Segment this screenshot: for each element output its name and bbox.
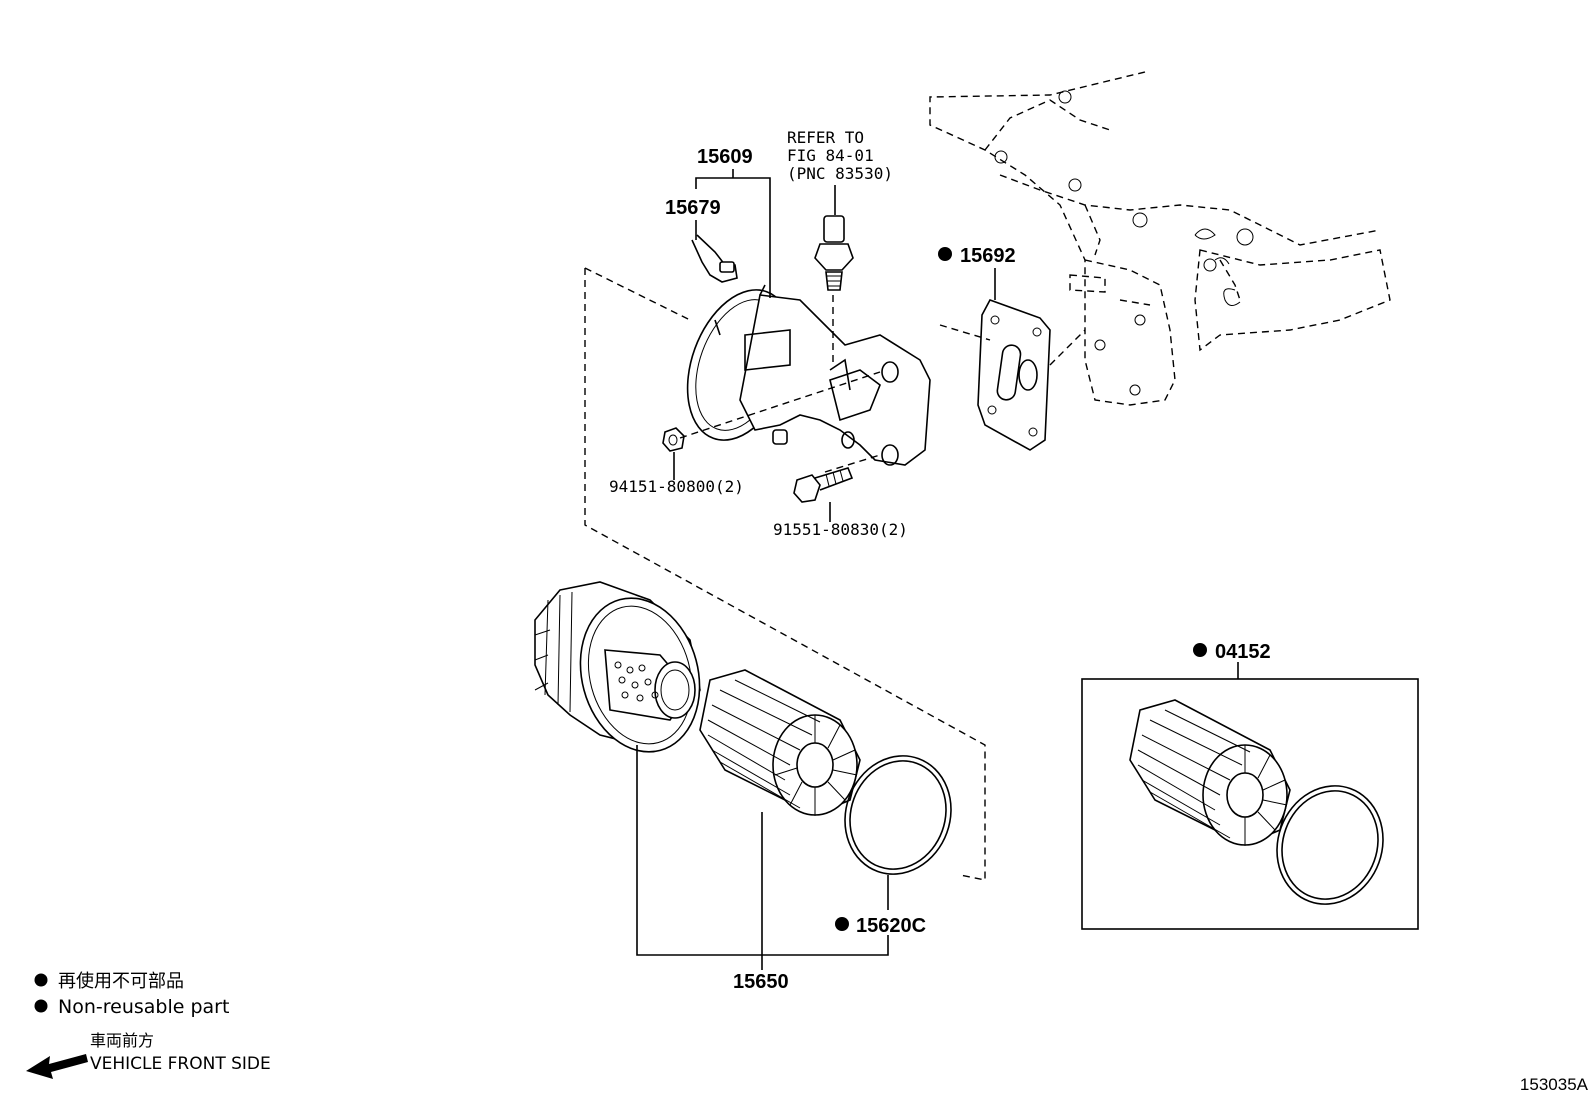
part-label-15679: 15679: [665, 197, 721, 219]
front-english: VEHICLE FRONT SIDE: [90, 1054, 271, 1074]
leader-lines: [636, 169, 1239, 970]
part-label-15692: 15692: [960, 245, 1016, 267]
vehicle-front-indicator: 車両前方 VEHICLE FRONT SIDE: [26, 1031, 271, 1079]
part-label-91551: 91551-80830(2): [773, 520, 908, 539]
non-reusable-mark-04152: [1193, 643, 1207, 657]
refer-line-2: FIG 84-01: [787, 146, 874, 165]
refer-line-1: REFER TO: [787, 128, 864, 147]
refer-line-3: (PNC 83530): [787, 164, 893, 183]
oil-filter-bracket-drawing: [686, 284, 931, 466]
oil-pressure-switch-drawing: [814, 215, 854, 291]
legend-japanese: 再使用不可部品: [58, 971, 184, 992]
non-reusable-mark-15692: [938, 247, 952, 261]
legend-mark-2: [34, 999, 48, 1013]
part-label-15609: 15609: [697, 146, 753, 168]
engine-block-drawing: [929, 71, 1391, 406]
oil-filter-cap-drawing: [534, 581, 701, 753]
front-japanese: 車両前方: [90, 1031, 154, 1050]
bolt-91551-drawing: [793, 467, 854, 503]
front-arrow-icon: [26, 1054, 88, 1079]
legend-mark-1: [34, 973, 48, 987]
part-label-04152: 04152: [1215, 641, 1271, 663]
assembly-guide-lines: [584, 267, 1086, 881]
gasket-15692-drawing: [977, 299, 1051, 451]
kit-04152-drawing: [1081, 678, 1419, 930]
part-label-15620c: 15620C: [856, 915, 926, 937]
diagram-code: 153035A: [1520, 1075, 1589, 1094]
nut-94151-drawing: [662, 427, 685, 452]
non-reusable-mark-15620c: [835, 917, 849, 931]
filter-element-drawing: [699, 669, 861, 816]
part-label-94151: 94151-80800(2): [609, 477, 744, 496]
part-label-15650: 15650: [733, 971, 789, 993]
legend-english: Non-reusable part: [58, 996, 229, 1018]
o-ring-15620c-drawing: [844, 755, 952, 875]
legend: 再使用不可部品 Non-reusable part: [34, 971, 229, 1018]
clip-15679-drawing: [691, 234, 738, 283]
